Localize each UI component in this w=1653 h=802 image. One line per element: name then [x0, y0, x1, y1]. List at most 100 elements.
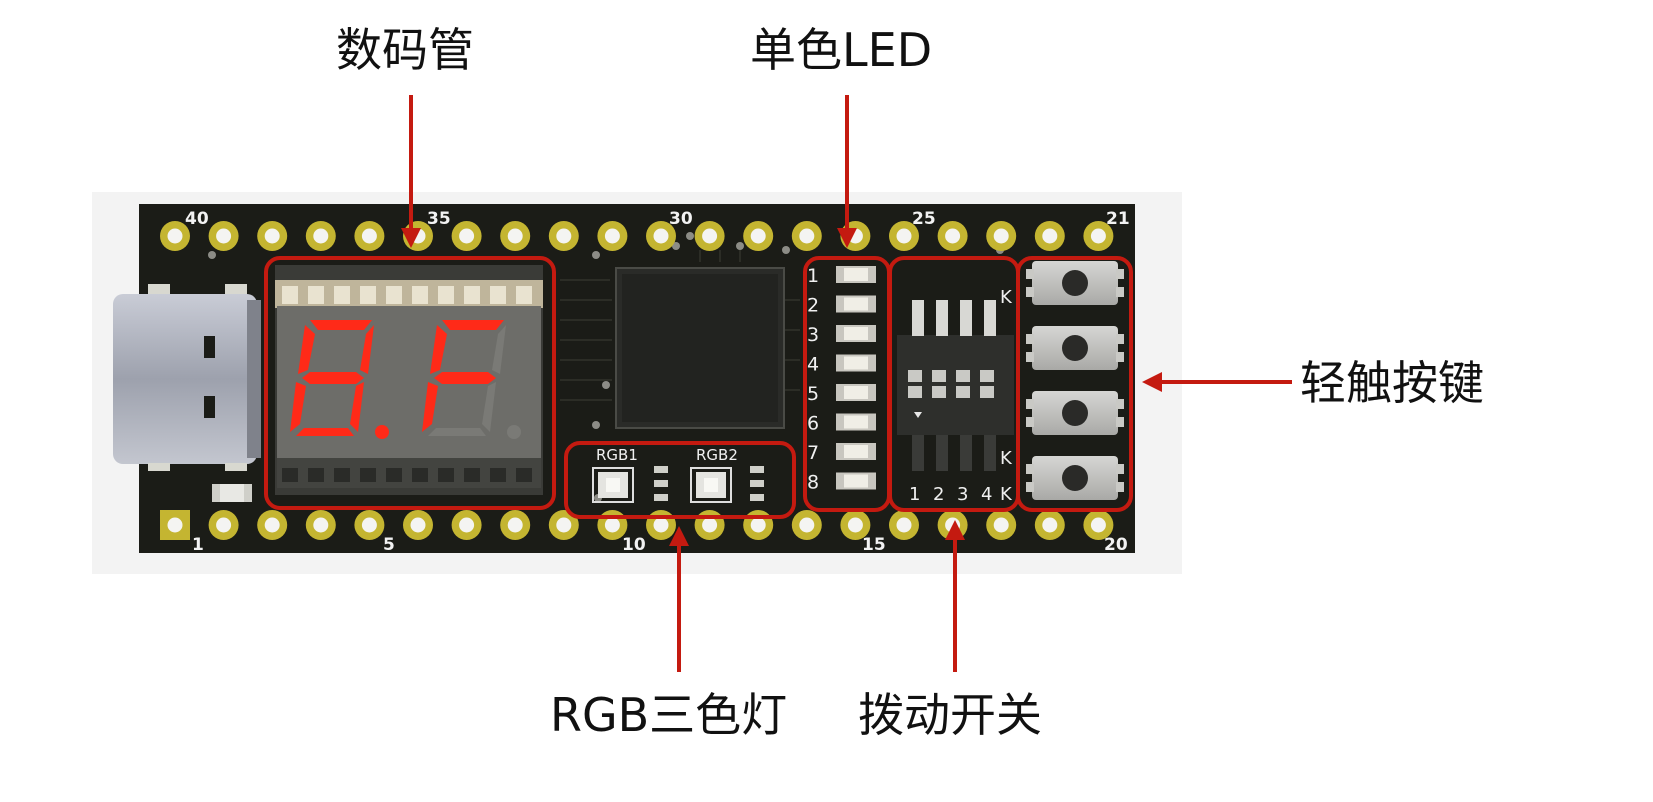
led-2 — [836, 295, 876, 313]
pin-top-16 — [889, 221, 919, 251]
pin-bottom-1 — [160, 510, 190, 540]
pin-label-21: 21 — [1106, 209, 1130, 229]
led-number-6: 6 — [807, 413, 819, 435]
pin-label-35: 35 — [427, 209, 451, 229]
pin-top-10 — [597, 221, 628, 251]
pin-header-bottom — [160, 510, 1114, 540]
tact-switches — [1026, 261, 1124, 500]
dip-switch: K K K — [897, 287, 1014, 505]
tact-button-1 — [1026, 261, 1124, 305]
pin-bottom-17 — [937, 510, 968, 540]
dip-number-3: 3 — [957, 484, 968, 505]
label-seven-segment: 数码管 — [336, 23, 474, 77]
pin-bottom-16 — [889, 510, 919, 540]
highlight-tact-switch — [1016, 256, 1133, 512]
pin-label-5: 5 — [383, 535, 395, 555]
led-number-1: 1 — [807, 265, 819, 287]
pin-label-30: 30 — [669, 209, 693, 229]
main-chip — [615, 267, 785, 429]
pin-bottom-3 — [257, 510, 288, 540]
label-single-led: 单色LED — [750, 23, 933, 77]
pin-top-9 — [548, 221, 579, 251]
pin-label-10: 10 — [622, 535, 646, 555]
pin-bottom-7 — [451, 510, 482, 540]
led-1 — [836, 266, 876, 283]
rgb2-label: RGB2 — [696, 446, 738, 464]
highlight-seven-segment — [264, 256, 556, 510]
pin-bottom-5 — [354, 510, 385, 540]
pin-bottom-14 — [791, 510, 822, 540]
tact-button-2 — [1026, 326, 1124, 370]
led-number-7: 7 — [807, 442, 819, 464]
pin-bottom-18 — [986, 510, 1017, 540]
label-dip-switch: 拨动开关 — [858, 688, 1042, 742]
dip-number-4: 4 — [981, 484, 992, 505]
pin-top-8 — [500, 221, 531, 251]
pin-bottom-20 — [1083, 510, 1114, 540]
led-5 — [836, 384, 876, 401]
single-led-column — [836, 266, 876, 490]
pin-label-25: 25 — [912, 209, 936, 229]
pin-top-11 — [646, 221, 676, 251]
led-number-5: 5 — [807, 383, 819, 405]
led-6 — [836, 413, 876, 431]
pin-top-1 — [160, 221, 190, 251]
smd-resistor — [212, 484, 252, 502]
pin-top-18 — [986, 221, 1017, 251]
led-number-4: 4 — [807, 354, 819, 376]
pin-top-13 — [743, 221, 774, 251]
pin-bottom-15 — [840, 510, 871, 540]
pin-bottom-13 — [743, 510, 774, 540]
pin-label-1: 1 — [192, 535, 204, 555]
tact-button-4 — [1026, 456, 1124, 500]
pin-label-15: 15 — [862, 535, 886, 555]
pin-top-20 — [1083, 221, 1114, 251]
tact-button-3 — [1026, 391, 1124, 435]
pin-bottom-8 — [500, 510, 531, 540]
led-number-3: 3 — [807, 324, 819, 346]
pin-bottom-2 — [208, 510, 239, 540]
pcb-traces — [560, 250, 800, 401]
pin-top-4 — [305, 221, 336, 251]
label-tact-switch: 轻触按键 — [1300, 356, 1484, 410]
dip-k-bottom: K — [1000, 484, 1013, 505]
pin-bottom-12 — [694, 510, 725, 540]
pin-top-7 — [451, 221, 482, 251]
dip-number-2: 2 — [933, 484, 944, 505]
pin-bottom-19 — [1034, 510, 1065, 540]
pin-bottom-4 — [305, 510, 336, 540]
pin-top-5 — [354, 221, 385, 251]
pin-bottom-11 — [646, 510, 676, 540]
pin-label-40: 40 — [185, 209, 209, 229]
rgb1-label: RGB1 — [596, 446, 638, 464]
pin-top-17 — [937, 221, 968, 251]
rgb-led-1: RGB1 — [592, 446, 638, 503]
pin-bottom-6 — [403, 510, 433, 540]
seven-segment-display — [275, 265, 543, 495]
led-number-2: 2 — [807, 295, 819, 317]
led-3 — [836, 325, 876, 342]
pin-top-15 — [840, 221, 871, 251]
pin-top-12 — [694, 221, 725, 251]
pin-top-2 — [208, 221, 239, 251]
dip-k-mid: K — [1000, 448, 1013, 469]
dip-number-1: 1 — [909, 484, 920, 505]
usb-c-connector — [113, 284, 261, 471]
pin-label-20: 20 — [1104, 535, 1128, 555]
dip-k-top: K — [1000, 287, 1013, 308]
highlight-rgb — [564, 441, 796, 519]
pin-top-14 — [791, 221, 822, 251]
pin-top-3 — [257, 221, 288, 251]
led-number-8: 8 — [807, 472, 819, 494]
rgb-led-2: RGB2 — [690, 446, 738, 503]
pin-top-19 — [1034, 221, 1065, 251]
digit-2 — [422, 320, 521, 439]
led-7 — [836, 443, 876, 460]
pin-bottom-9 — [548, 510, 579, 540]
rgb-resistors — [654, 466, 764, 501]
led-8 — [836, 472, 876, 490]
led-4 — [836, 354, 876, 372]
label-rgb-led: RGB三色灯 — [550, 688, 788, 742]
digit-1 — [290, 320, 389, 439]
